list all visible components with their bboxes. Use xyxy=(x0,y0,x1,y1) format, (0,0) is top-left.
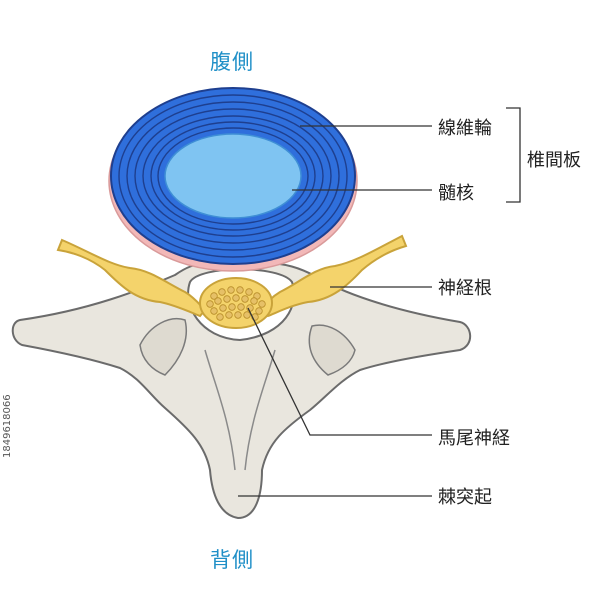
vertebra-bone xyxy=(11,262,472,520)
label-annulus-fibrosus: 線維輪 xyxy=(438,118,492,139)
label-nerve-root: 神経根 xyxy=(438,278,492,299)
nerve-root-left xyxy=(56,238,207,318)
disc-bracket xyxy=(506,107,521,203)
label-cauda-equina: 馬尾神経 xyxy=(438,428,510,449)
label-spinous-process: 棘突起 xyxy=(438,487,492,508)
label-dorsal: 背側 xyxy=(210,548,254,572)
label-nucleus-pulposus: 髄核 xyxy=(438,183,474,204)
vertebra-lamina-right xyxy=(308,324,356,376)
image-id-text: 1849618066 xyxy=(2,394,13,458)
vertebra-lamina-left xyxy=(139,318,187,376)
label-ventral: 腹側 xyxy=(210,50,254,74)
leader-cauda-equina xyxy=(247,307,432,436)
cauda-equina xyxy=(199,277,273,329)
nucleus-pulposus xyxy=(164,133,302,219)
label-intervertebral-disc: 椎間板 xyxy=(527,150,581,171)
vertebra-contour-center xyxy=(204,349,276,471)
